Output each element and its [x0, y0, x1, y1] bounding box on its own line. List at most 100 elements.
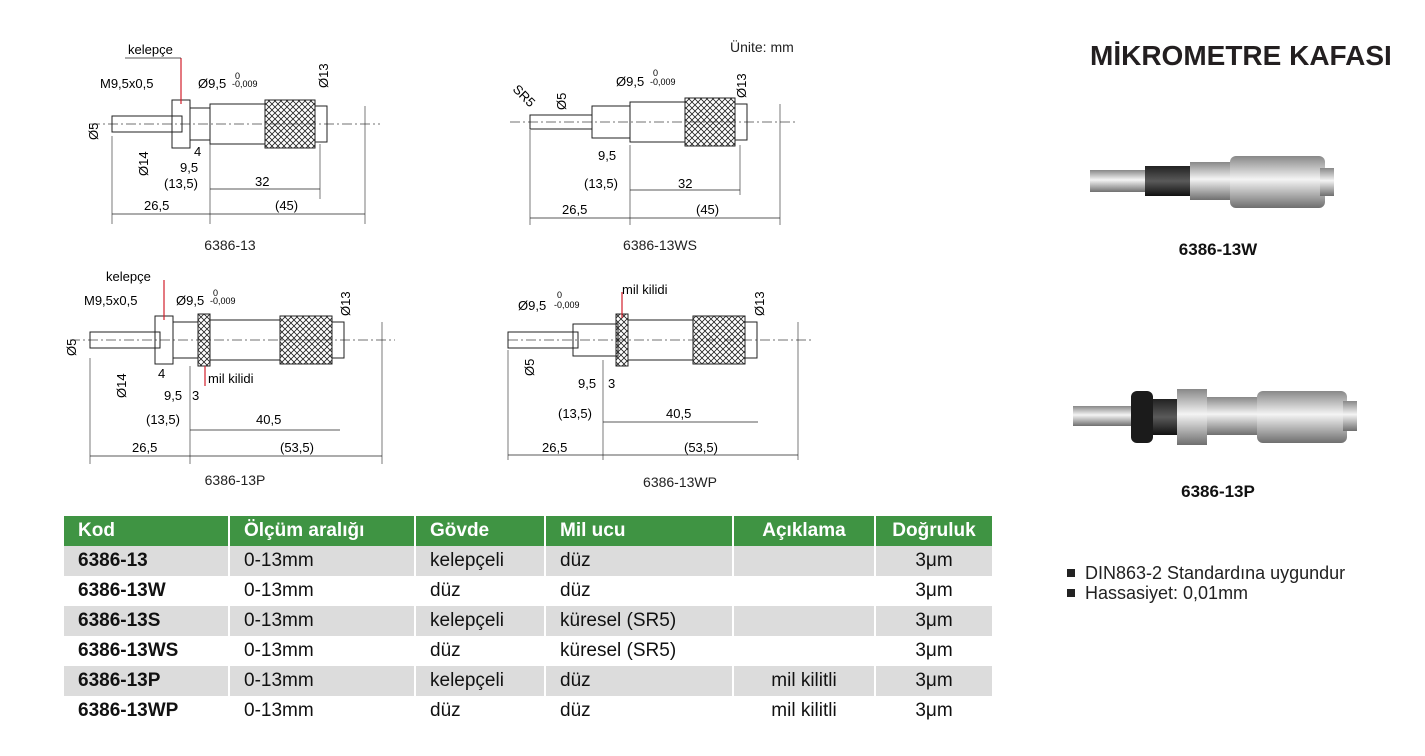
- caption-6386-13P: 6386-13P: [204, 472, 266, 488]
- dim-4: 4: [194, 144, 201, 159]
- col-dogruluk: Doğruluk: [874, 516, 992, 546]
- tolerance-top: 0: [235, 71, 240, 81]
- note-text: DIN863-2 Standardına uygundur: [1085, 563, 1346, 583]
- cell-aciklama: [732, 606, 875, 636]
- cell-dogruluk: 3μm: [874, 636, 992, 666]
- lock-label: mil kilidi: [208, 371, 254, 386]
- dim-26-5: 26,5: [542, 440, 567, 455]
- note-text: Hassasiyet: 0,01mm: [1085, 583, 1249, 603]
- cell-olcum: 0-13mm: [228, 576, 415, 606]
- cell-aciklama: [732, 576, 875, 606]
- table-row: 6386-13WP 0-13mm düz düz mil kilitli 3μm: [64, 696, 992, 726]
- note-item: DIN863-2 Standardına uygundur: [1067, 563, 1345, 583]
- col-mil-ucu: Mil ucu: [544, 516, 733, 546]
- micrometer-photo-13p: [1073, 389, 1357, 445]
- cell-kod: 6386-13WS: [78, 640, 179, 661]
- cell-aciklama: mil kilitli: [732, 666, 875, 696]
- product-caption-13w: 6386-13W: [1178, 240, 1258, 259]
- cell-govde: kelepçeli: [414, 546, 545, 576]
- col-olcum: Ölçüm aralığı: [228, 516, 415, 546]
- cell-govde: düz: [414, 636, 545, 666]
- dim-40-5: 40,5: [256, 412, 281, 427]
- cell-govde: kelepçeli: [414, 606, 545, 636]
- dim-32: 32: [255, 174, 269, 189]
- cell-kod: 6386-13W: [78, 580, 166, 601]
- dim-9-5: 9,5: [578, 376, 596, 391]
- cell-olcum: 0-13mm: [228, 696, 415, 726]
- clamp-label: kelepçe: [106, 269, 151, 284]
- dim-9-5: 9,5: [180, 160, 198, 175]
- d13-label: Ø13: [752, 291, 767, 316]
- cell-kod: 6386-13: [64, 546, 229, 576]
- diameter-label: Ø9,5: [176, 293, 204, 308]
- cell-mil-ucu: düz: [544, 696, 733, 726]
- d13-label: Ø13: [316, 63, 331, 88]
- bullet-icon: [1067, 569, 1075, 577]
- dim-9-5: 9,5: [598, 148, 616, 163]
- clamp-label: kelepçe: [128, 44, 173, 57]
- table-row: 6386-13WS 0-13mm düz küresel (SR5) 3μm: [64, 636, 992, 666]
- cell-dogruluk: 3μm: [874, 666, 992, 696]
- cell-olcum: 0-13mm: [228, 606, 415, 636]
- drawing-6386-13WS: SR5 Ø5 Ø9,5 0 -0,009 Ø13 9,5 (13,5) 32 2…: [510, 68, 795, 225]
- product-caption-13p: 6386-13P: [1181, 482, 1255, 501]
- tolerance: -0,009: [232, 79, 258, 89]
- table-row: 6386-13S 0-13mm kelepçeli küresel (SR5) …: [64, 606, 992, 636]
- dim-9-5: 9,5: [164, 388, 182, 403]
- unit-note: Ünite: mm: [730, 39, 794, 55]
- drawing-6386-13P: kelepçe M9,5x0,5 Ø9,5 0 -0,009 Ø13 Ø5 Ø1…: [64, 269, 395, 464]
- cell-olcum: 0-13mm: [228, 636, 415, 666]
- d14-label: Ø14: [136, 151, 151, 176]
- cell-mil-ucu: düz: [544, 576, 733, 606]
- cell-dogruluk: 3μm: [874, 696, 992, 726]
- cell-olcum: 0-13mm: [228, 546, 415, 576]
- col-kod: Kod: [64, 516, 229, 546]
- cell-govde: düz: [414, 696, 545, 726]
- table-header-row: Kod Ölçüm aralığı Gövde Mil ucu Açıklama…: [64, 516, 992, 546]
- dim-26-5: 26,5: [562, 202, 587, 217]
- caption-6386-13: 6386-13: [204, 237, 256, 253]
- thread-label: M9,5x0,5: [84, 293, 137, 308]
- dim-13-5: (13,5): [558, 406, 592, 421]
- table-row: 6386-13 0-13mm kelepçeli düz 3μm: [64, 546, 992, 576]
- cell-govde: düz: [414, 576, 545, 606]
- table-row: 6386-13P 0-13mm kelepçeli düz mil kilitl…: [64, 666, 992, 696]
- tolerance-top: 0: [213, 288, 218, 298]
- dim-45: (45): [275, 198, 298, 213]
- cell-kod: 6386-13S: [64, 606, 229, 636]
- dim-26-5: 26,5: [132, 440, 157, 455]
- cell-govde: kelepçeli: [414, 666, 545, 696]
- d14-label: Ø14: [114, 373, 129, 398]
- d5-label: Ø5: [64, 339, 79, 356]
- col-govde: Gövde: [414, 516, 545, 546]
- cell-mil-ucu: küresel (SR5): [544, 636, 733, 666]
- lock-label: mil kilidi: [622, 282, 668, 297]
- dim-40-5: 40,5: [666, 406, 691, 421]
- cell-kod: 6386-13P: [64, 666, 229, 696]
- d5-label: Ø5: [86, 123, 101, 140]
- col-aciklama: Açıklama: [732, 516, 875, 546]
- diameter-label: Ø9,5: [518, 298, 546, 313]
- cell-kod: 6386-13WP: [78, 700, 179, 721]
- tolerance: -0,009: [650, 77, 676, 87]
- sr-label: SR5: [510, 82, 538, 110]
- cell-aciklama: [732, 546, 875, 576]
- dim-32: 32: [678, 176, 692, 191]
- dim-53-5: (53,5): [684, 440, 718, 455]
- d5-label: Ø5: [554, 93, 569, 110]
- note-item: Hassasiyet: 0,01mm: [1067, 583, 1345, 603]
- tolerance: -0,009: [210, 296, 236, 306]
- caption-6386-13WS: 6386-13WS: [623, 237, 697, 253]
- cell-dogruluk: 3μm: [874, 546, 992, 576]
- diameter-label: Ø9,5: [616, 74, 644, 89]
- tolerance-top: 0: [653, 68, 658, 78]
- tolerance-top: 0: [557, 290, 562, 300]
- cell-olcum: 0-13mm: [228, 666, 415, 696]
- dim-45: (45): [696, 202, 719, 217]
- dim-3: 3: [608, 376, 615, 391]
- d5-label: Ø5: [522, 359, 537, 376]
- diameter-label: Ø9,5: [198, 76, 226, 91]
- cell-mil-ucu: küresel (SR5): [544, 606, 733, 636]
- micrometer-photo-13w: [1090, 156, 1334, 208]
- spec-table: Kod Ölçüm aralığı Gövde Mil ucu Açıklama…: [64, 516, 992, 726]
